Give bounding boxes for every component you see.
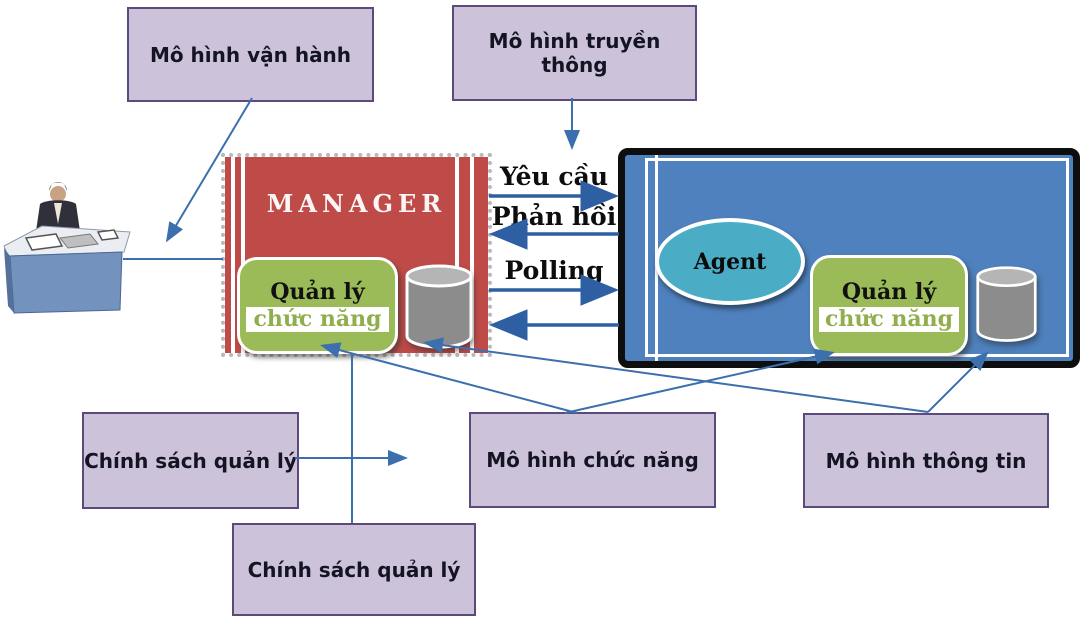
manager-title: MANAGER [266, 189, 447, 218]
agent-block: Agent Quản lý chức năng [618, 148, 1080, 368]
manager-stripe [241, 157, 245, 353]
manager-block: MANAGER Quản lý chức năng [221, 153, 492, 357]
database-cylinder-icon [405, 264, 473, 349]
box-management-policy-1-label: Chính sách quản lý [84, 448, 297, 473]
box-communication-model: Mô hình truyền thông [452, 5, 697, 101]
box-function-model: Mô hình chức năng [469, 412, 716, 508]
agent-function-line2: chức năng [819, 306, 959, 333]
manager-stripe [231, 157, 235, 353]
manager-stripe [455, 157, 459, 353]
box-management-policy-2-label: Chính sách quản lý [247, 557, 461, 582]
label-polling: Polling [504, 256, 604, 285]
label-request: Yêu cầu [499, 162, 609, 191]
box-function-model-label: Mô hình chức năng [486, 448, 699, 472]
box-management-policy-2: Chính sách quản lý [232, 523, 476, 616]
person-at-desk-icon [3, 182, 131, 314]
agent-title: Agent [693, 248, 767, 275]
box-information-model: Mô hình thông tin [803, 413, 1049, 508]
agent-function-line1: Quản lý [841, 278, 937, 305]
manager-function-line1: Quản lý [270, 278, 365, 305]
manager-function-box: Quản lý chức năng [237, 257, 398, 354]
box-management-policy-1: Chính sách quản lý [82, 412, 299, 509]
box-operation-model-label: Mô hình vận hành [149, 42, 352, 67]
box-information-model-label: Mô hình thông tin [825, 448, 1027, 473]
box-communication-model-label: Mô hình truyền thông [488, 29, 661, 77]
manager-box: MANAGER Quản lý chức năng [225, 157, 488, 354]
manager-stripe [470, 157, 474, 353]
database-cylinder-icon [976, 266, 1037, 342]
manager-function-line2: chức năng [246, 306, 389, 333]
label-response: Phản hồi [491, 202, 617, 231]
box-operation-model: Mô hình vận hành [127, 7, 374, 102]
agent-ellipse: Agent [655, 218, 805, 305]
agent-function-box: Quản lý chức năng [810, 255, 968, 356]
